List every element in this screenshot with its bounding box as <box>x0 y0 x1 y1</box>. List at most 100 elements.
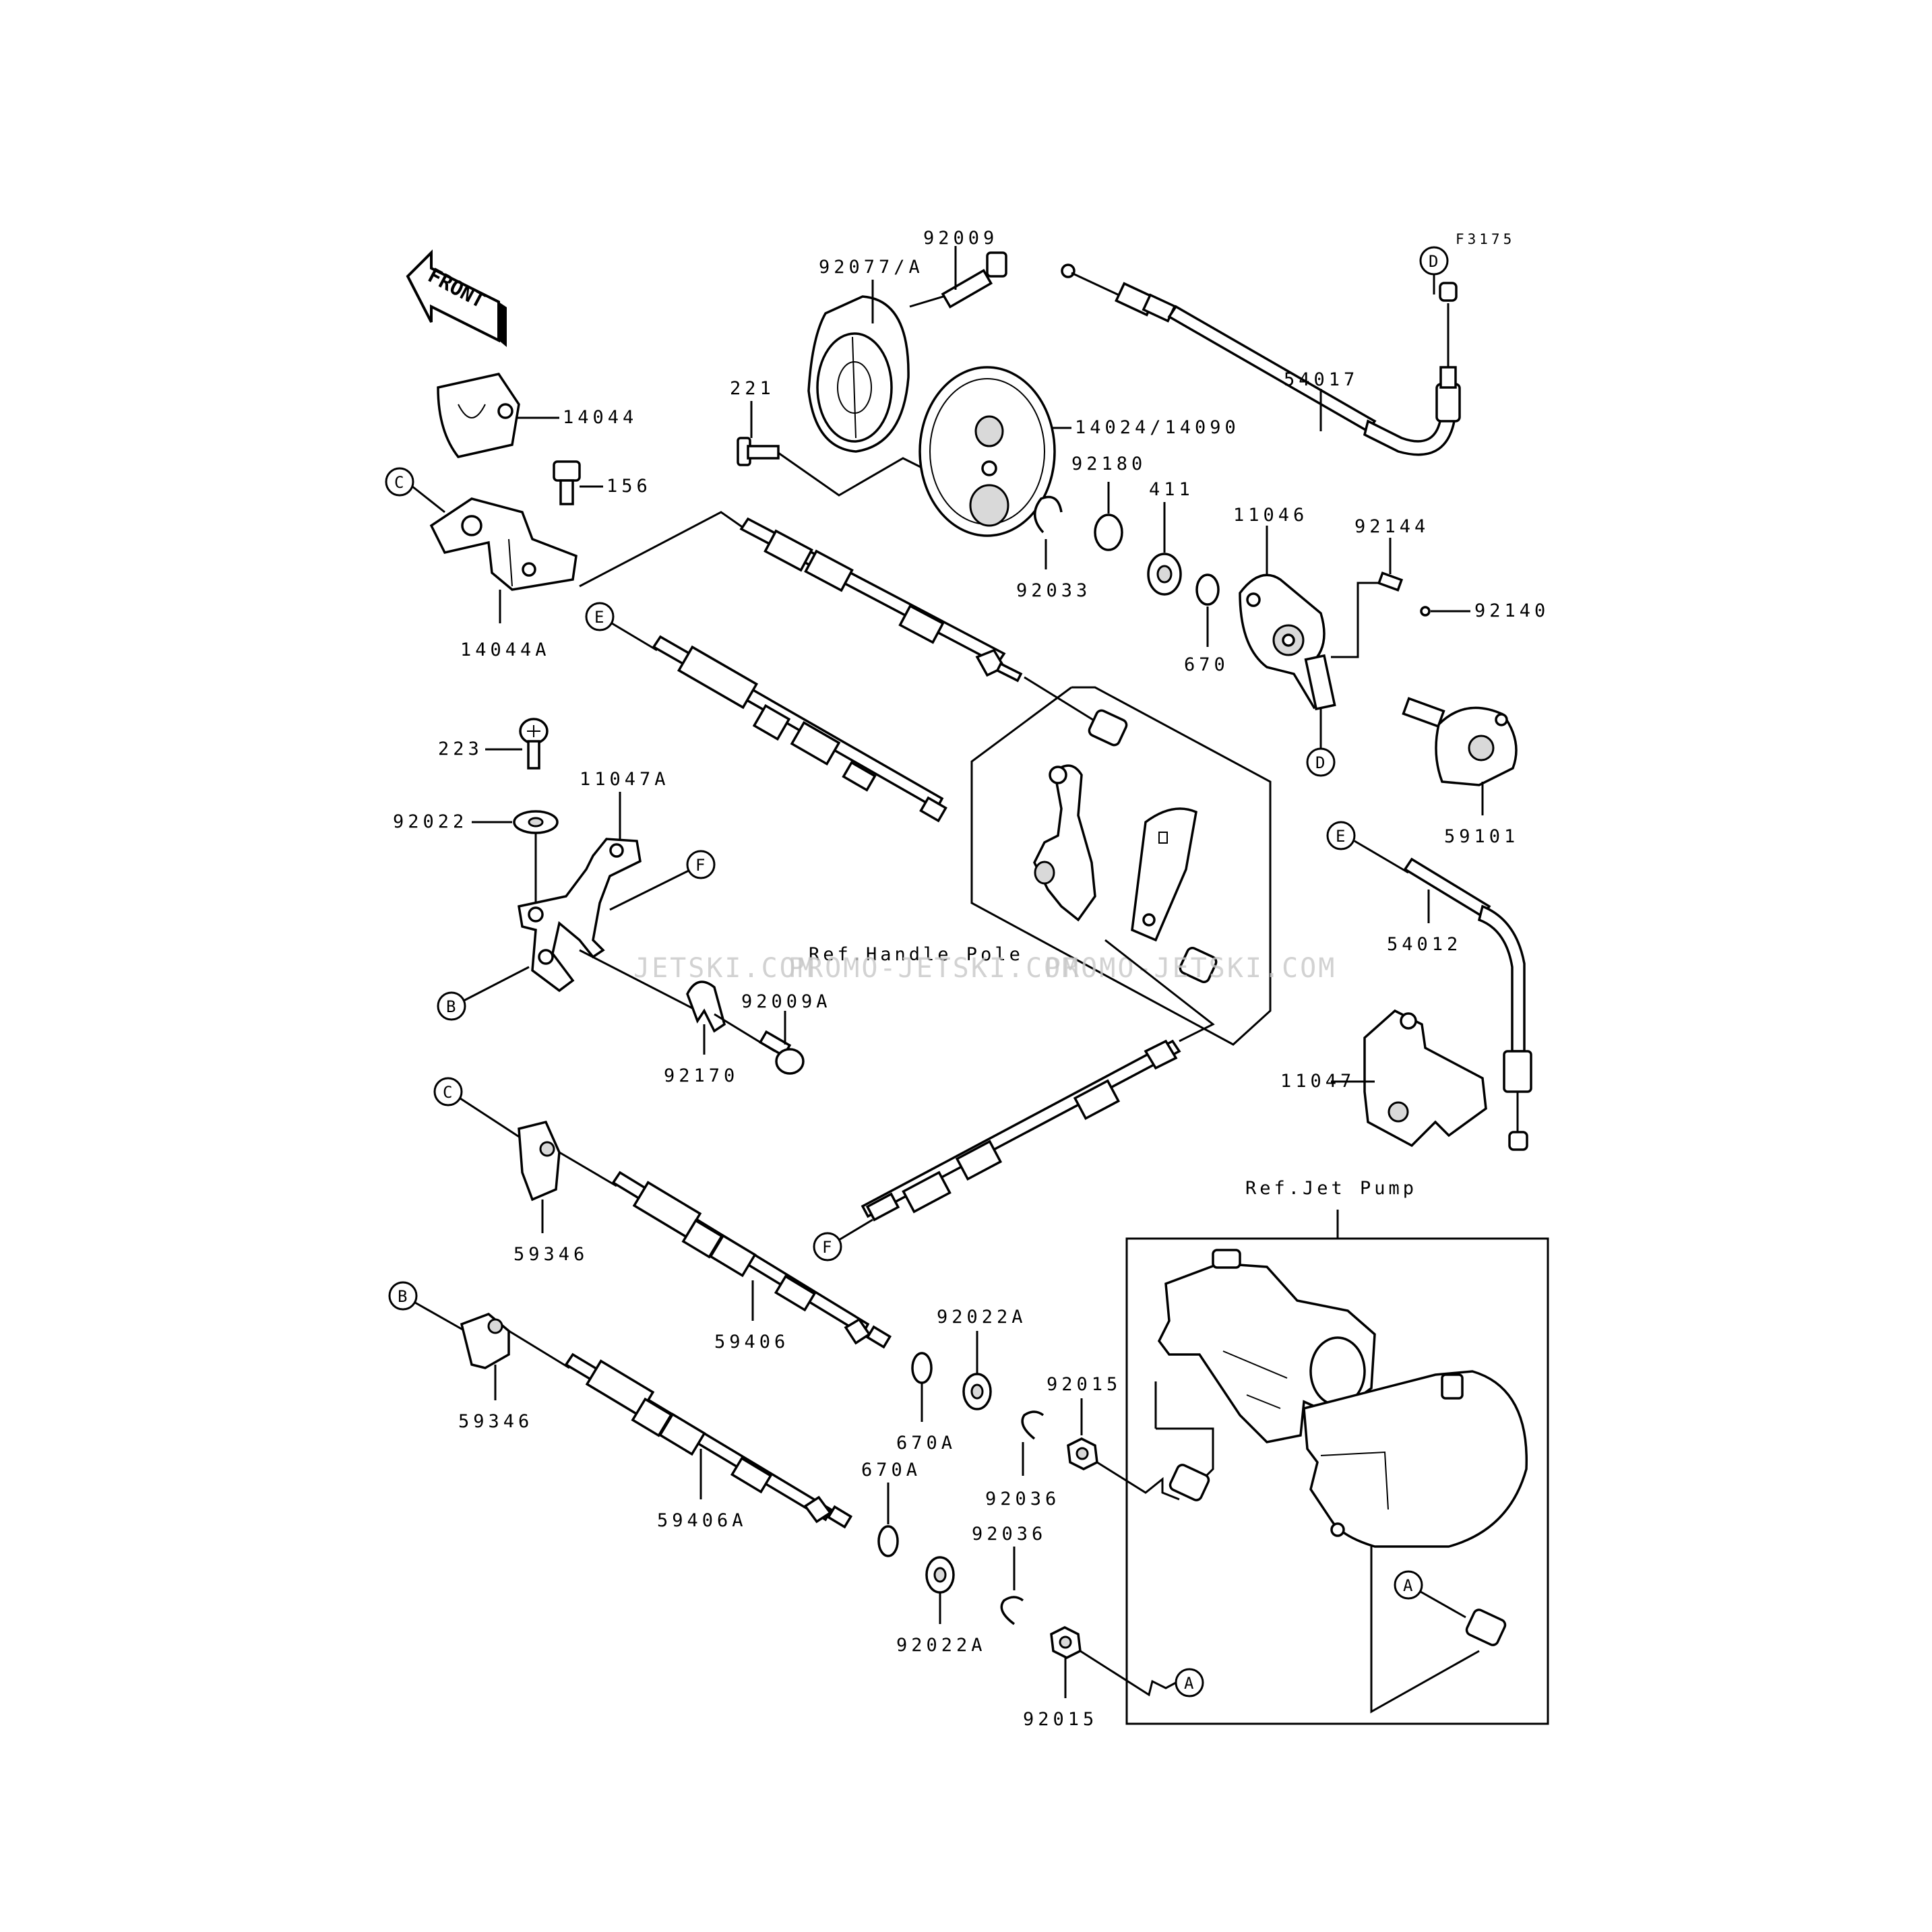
clamp-92170 <box>686 980 726 1033</box>
svg-text:F: F <box>822 1238 832 1257</box>
label-11046: 11046 <box>1233 505 1308 526</box>
washer-92180 <box>1094 513 1123 551</box>
handle-pole-grommet-top <box>1088 709 1128 747</box>
oring-670a-upper <box>911 1352 933 1384</box>
handle-pole-grommet-bottom <box>1179 947 1218 983</box>
label-59406: 59406 <box>714 1332 789 1352</box>
holder-14044 <box>437 373 520 458</box>
label-92015-upper: 92015 <box>1047 1374 1121 1395</box>
oring-670a-lower <box>877 1525 899 1557</box>
svg-text:C: C <box>443 1083 452 1102</box>
screw-221 <box>737 437 780 466</box>
cable-59406 <box>611 1171 892 1349</box>
rubber-59346-lower <box>460 1313 510 1369</box>
ref-b-bottom: B <box>388 1281 466 1332</box>
washer-92022a-upper <box>962 1373 992 1410</box>
label-92022a-upper: 92022A <box>937 1307 1027 1328</box>
label-156: 156 <box>606 476 652 497</box>
cable-e <box>652 635 947 823</box>
ball-92140 <box>1420 606 1431 617</box>
bracket-11047 <box>1363 1009 1487 1148</box>
label-59346-lower: 59346 <box>458 1411 533 1432</box>
grommet-a-lower <box>1465 1609 1507 1646</box>
label-223: 223 <box>438 739 483 759</box>
ref-a-bottom: A <box>1175 1668 1204 1697</box>
label-92077a: 92077/A <box>819 257 924 278</box>
oring-670 <box>1195 573 1220 606</box>
ref-e-left: E <box>585 602 658 652</box>
label-11047a: 11047A <box>580 769 670 790</box>
ref-b-mid: B <box>437 966 530 1021</box>
label-92022a-lower: 92022A <box>896 1635 987 1656</box>
svg-text:B: B <box>446 997 456 1016</box>
label-59406a: 59406A <box>657 1510 747 1531</box>
label-92015-lower: 92015 <box>1023 1709 1098 1730</box>
circlip-92033 <box>1034 495 1063 534</box>
bolt-92009a <box>758 1030 805 1075</box>
pulley-14024-14090 <box>918 366 1056 537</box>
ref-jet-pump: Ref.Jet Pump <box>1245 1178 1417 1199</box>
jet-pump-nozzle <box>1303 1370 1528 1548</box>
cable-59406a <box>564 1352 853 1529</box>
nut-92015-upper <box>1067 1437 1098 1470</box>
svg-text:C: C <box>394 473 404 492</box>
svg-text:E: E <box>594 608 604 627</box>
ref-d-top: D <box>1419 246 1449 294</box>
handle-pole-lever-left <box>1033 764 1096 922</box>
label-411: 411 <box>1149 479 1194 500</box>
svg-text:F: F <box>695 856 705 875</box>
nut-92015-lower <box>1050 1626 1082 1659</box>
grommet-a-upper <box>1168 1464 1210 1501</box>
svg-text:E: E <box>1336 827 1345 846</box>
label-92170: 92170 <box>664 1065 739 1086</box>
cable-54012 <box>1403 857 1532 1151</box>
circlip-92036-upper <box>1021 1410 1045 1440</box>
bracket-11047a <box>517 838 642 993</box>
label-59101: 59101 <box>1444 826 1519 847</box>
svg-text:D: D <box>1315 753 1325 772</box>
label-221: 221 <box>730 378 775 399</box>
watermark-2: PROMO-JETSKI.COM <box>788 953 1080 984</box>
screw-92144 <box>1377 571 1404 592</box>
ref-a-jetpump: A <box>1394 1570 1466 1619</box>
svg-text:A: A <box>1184 1674 1194 1693</box>
jet-pump-housing <box>1157 1249 1376 1443</box>
washer-92022a-lower <box>925 1556 955 1594</box>
front-arrow-icon: FRONT <box>406 249 507 347</box>
ref-f-bottom: F <box>813 1218 873 1261</box>
diagram-code: F3175 <box>1456 231 1515 247</box>
ref-c-top: C <box>385 467 445 513</box>
label-92180: 92180 <box>1071 454 1146 474</box>
label-11047: 11047 <box>1280 1071 1355 1092</box>
label-92022: 92022 <box>393 811 468 832</box>
cable-f <box>861 1039 1181 1222</box>
lever-11046 <box>1239 573 1336 711</box>
svg-text:D: D <box>1429 252 1438 271</box>
label-14044a: 14044A <box>460 640 551 660</box>
circlip-92036-lower <box>1000 1596 1024 1625</box>
washer-92022 <box>513 810 559 834</box>
cable-54017 <box>1061 263 1461 456</box>
label-54017: 54017 <box>1284 369 1359 390</box>
svg-text:B: B <box>398 1287 407 1306</box>
screw-92009 <box>941 251 1007 309</box>
ref-d-bottom: D <box>1306 708 1336 777</box>
label-92036-lower: 92036 <box>972 1524 1047 1545</box>
label-670a-lower: 670A <box>861 1460 921 1481</box>
label-670a-upper: 670A <box>896 1433 956 1454</box>
watermark-3: PROMO-JETSKI.COM <box>1045 953 1336 984</box>
ref-handle-pole: Ref.Handle Pole <box>809 944 1024 965</box>
screw-223 <box>519 718 549 770</box>
cable-main-upper <box>739 517 1023 683</box>
label-14024-14090: 14024/14090 <box>1075 417 1240 438</box>
label-92033: 92033 <box>1016 580 1091 601</box>
washer-411 <box>1147 553 1182 596</box>
ref-e-right: E <box>1326 821 1409 874</box>
cover-92077a <box>807 295 910 453</box>
label-670: 670 <box>1184 654 1229 675</box>
watermark-1: JETSKI.COM <box>633 953 816 984</box>
label-14044: 14044 <box>563 407 637 428</box>
label-92144: 92144 <box>1354 516 1429 537</box>
bolt-156 <box>553 460 581 505</box>
